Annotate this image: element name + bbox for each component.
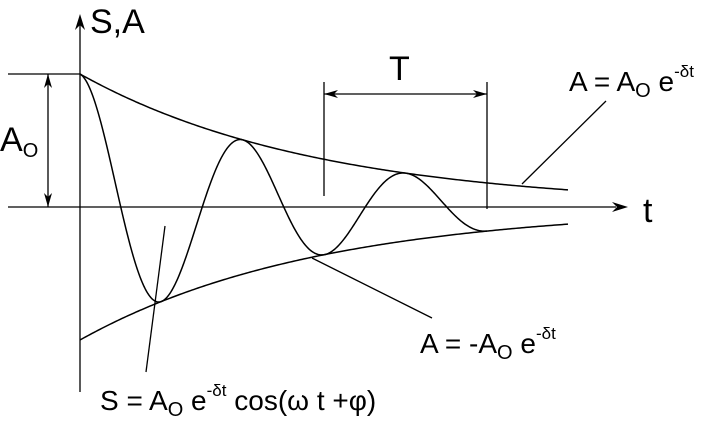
- amplitude-arrow-top: [44, 74, 52, 88]
- x-axis-label: t: [643, 192, 653, 230]
- oscillation-equation: S = AO e-δt cos(ω t +φ): [100, 381, 376, 421]
- period-label: T: [389, 50, 410, 88]
- amplitude-label: AO: [0, 121, 38, 162]
- damped-oscillation-curve: [79, 73, 488, 303]
- x-axis-arrow: [612, 202, 628, 212]
- y-axis-label: S,A: [90, 3, 145, 41]
- amplitude-arrow-bottom: [44, 193, 52, 207]
- lower-envelope-equation: A = -AO e-δt: [420, 324, 556, 364]
- upper-equation-leader: [521, 100, 607, 185]
- upper-envelope-equation: A = AO e-δt: [569, 62, 694, 102]
- period-arrow-right: [473, 90, 487, 98]
- signal-equation-leader: [145, 225, 166, 373]
- lower-envelope-curve: [79, 223, 569, 341]
- y-axis-arrow: [75, 14, 85, 30]
- period-arrow-left: [324, 90, 338, 98]
- lower-equation-leader: [311, 257, 433, 319]
